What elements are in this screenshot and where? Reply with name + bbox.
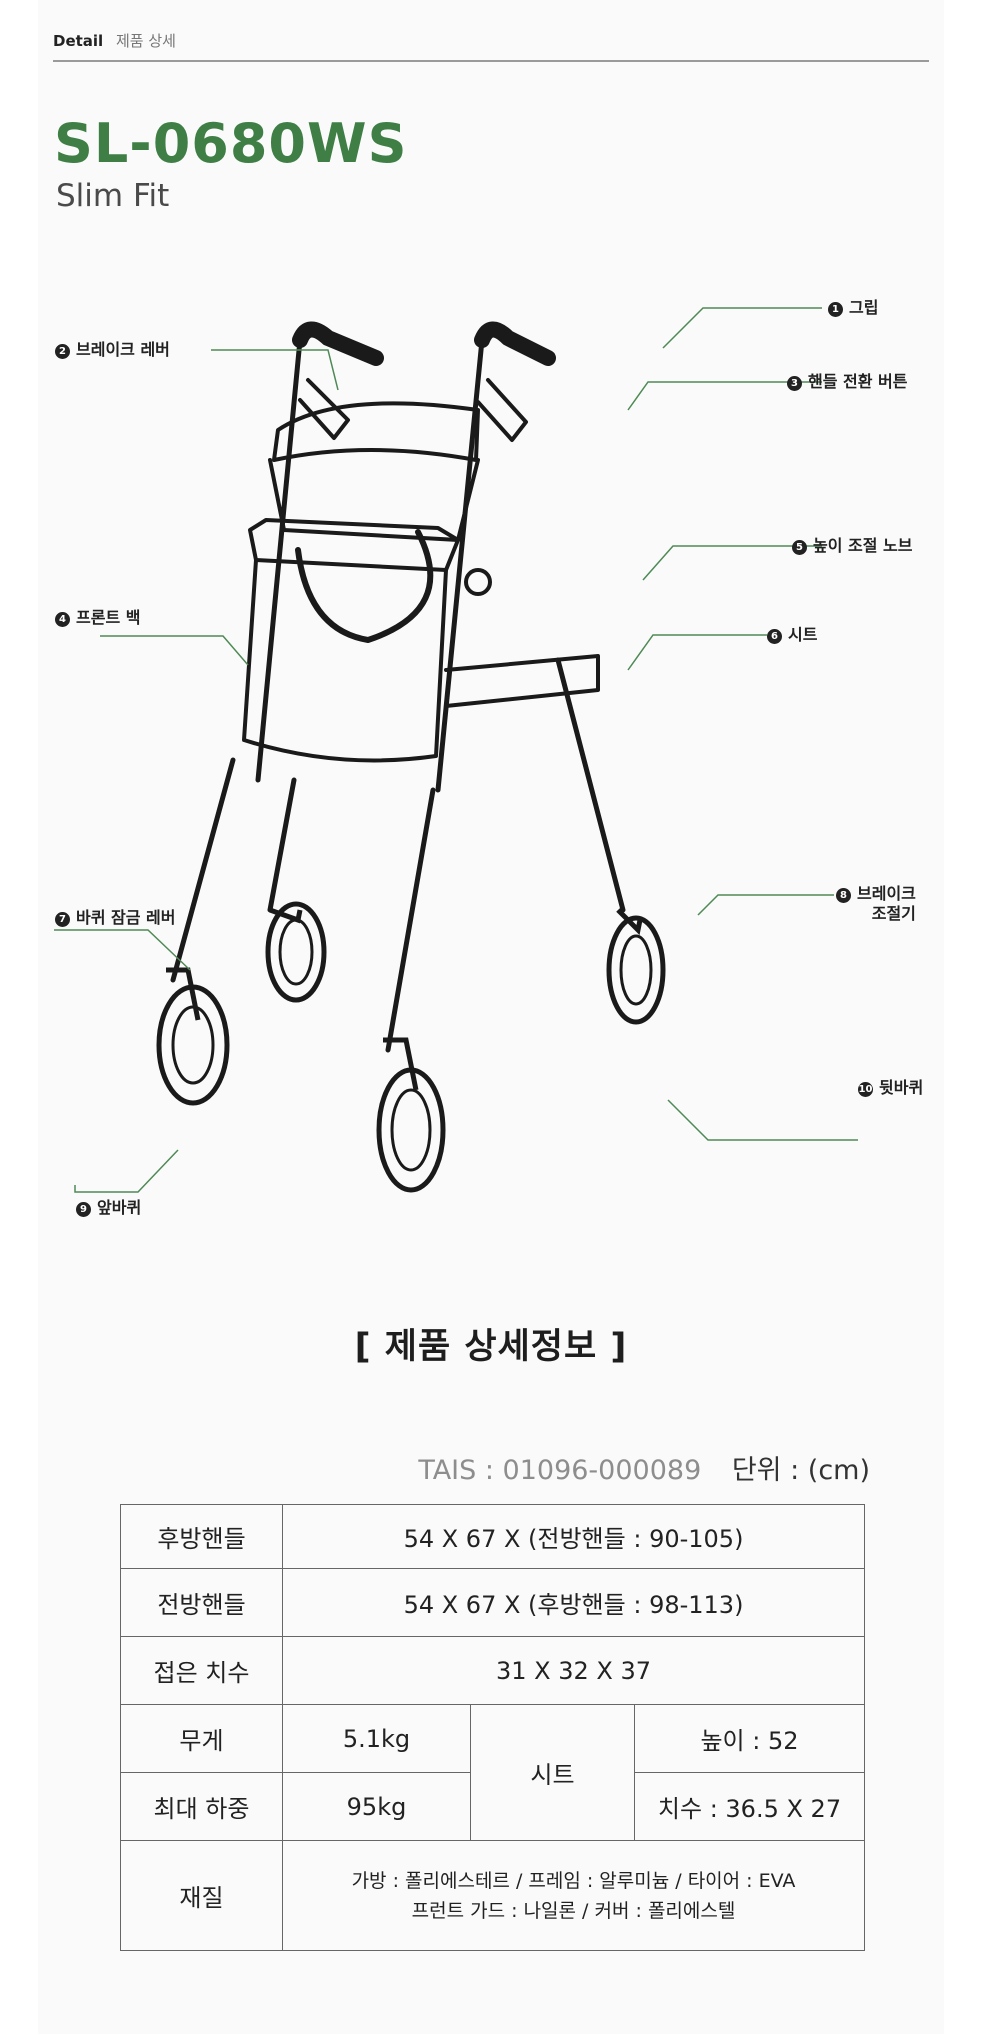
folded-size-label: 접은 치수: [120, 1636, 283, 1705]
table-row: 후방핸들 54 X 67 X (전방핸들 : 90-105): [120, 1504, 865, 1569]
material-value: 가방 : 폴리에스테르 / 프레임 : 알루미늄 / 타이어 : EVA 프런트…: [282, 1840, 865, 1951]
folded-size-value: 31 X 32 X 37: [282, 1636, 865, 1705]
rollator-illustration: [54, 307, 858, 1193]
spec-table: 후방핸들 54 X 67 X (전방핸들 : 90-105) 전방핸들 54 X…: [120, 1504, 865, 1951]
weight-label: 무게: [120, 1704, 283, 1773]
table-row: 재질 가방 : 폴리에스테르 / 프레임 : 알루미늄 / 타이어 : EVA …: [120, 1840, 865, 1951]
table-row: 접은 치수 31 X 32 X 37: [120, 1636, 865, 1705]
material-label: 재질: [120, 1840, 283, 1951]
material-line-2: 프런트 가드 : 나일론 / 커버 : 폴리에스텔: [411, 1899, 736, 1922]
weight-value: 5.1kg: [282, 1704, 471, 1773]
detail-label-ko: 제품 상세: [115, 32, 176, 50]
detail-label-en: Detail: [53, 32, 104, 50]
seat-size-value: 치수 : 36.5 X 27: [634, 1772, 865, 1841]
table-row: 최대 하중 95kg 치수 : 36.5 X 27: [120, 1772, 865, 1841]
unit-label: 단위 : (cm): [731, 1455, 870, 1486]
tais-code: TAIS : 01096-000089: [418, 1455, 702, 1486]
max-load-value: 95kg: [282, 1772, 471, 1841]
model-name: SL-0680WS: [54, 112, 408, 175]
seat-label: 시트: [470, 1704, 635, 1841]
detail-header: Detail 제품 상세: [53, 30, 929, 62]
product-detail-page: Detail 제품 상세 SL-0680WS Slim Fit: [38, 0, 944, 2034]
table-row: 전방핸들 54 X 67 X (후방핸들 : 98-113): [120, 1568, 865, 1637]
front-handle-label: 전방핸들: [120, 1568, 283, 1637]
rear-handle-value: 54 X 67 X (전방핸들 : 90-105): [282, 1504, 865, 1569]
rear-handle-label: 후방핸들: [120, 1504, 283, 1569]
tais-line: TAIS : 01096-000089 단위 : (cm): [418, 1448, 870, 1487]
front-handle-value: 54 X 67 X (후방핸들 : 98-113): [282, 1568, 865, 1637]
max-load-label: 최대 하중: [120, 1772, 283, 1841]
model-subtitle: Slim Fit: [56, 178, 170, 214]
material-line-1: 가방 : 폴리에스테르 / 프레임 : 알루미늄 / 타이어 : EVA: [351, 1869, 796, 1892]
seat-height-value: 높이 : 52: [634, 1704, 865, 1773]
details-title: [ 제품 상세정보 ]: [354, 1327, 628, 1367]
table-row: 무게 5.1kg 시트 높이 : 52: [120, 1704, 865, 1841]
